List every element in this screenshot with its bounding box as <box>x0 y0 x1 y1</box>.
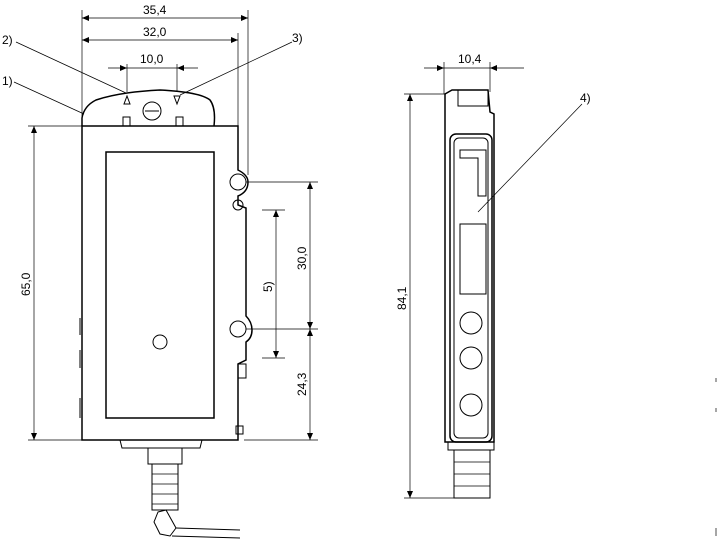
connector-nut <box>147 447 183 465</box>
dim-label-width-overall: 35,4 <box>143 3 167 17</box>
side-display-inner <box>453 137 489 439</box>
side-button-2 <box>459 346 483 370</box>
side-l-marker <box>459 149 487 197</box>
dim-label-side-width: 10,4 <box>458 52 482 66</box>
side-display <box>459 223 487 295</box>
callout-2: 2) <box>2 33 13 47</box>
bottom-mark <box>235 425 244 435</box>
callout-5: 5) <box>261 281 275 292</box>
mounting-hole-mid <box>232 199 244 211</box>
main-body-outline <box>81 125 253 441</box>
side-button-3 <box>459 393 483 417</box>
led-up-arrow-icon <box>123 94 131 105</box>
callout-1: 1) <box>2 74 13 88</box>
led-left <box>122 116 131 127</box>
callout-leader-3 <box>179 41 293 96</box>
top-cap-outline <box>81 89 216 127</box>
callout-leader-2 <box>15 41 127 94</box>
cable-line <box>171 535 241 539</box>
mounting-hole-top <box>229 173 247 191</box>
window-indicator <box>152 334 168 350</box>
led-down-arrow-icon <box>173 95 181 106</box>
cable-line <box>175 527 241 531</box>
clip <box>237 363 247 379</box>
callout-4: 4) <box>580 91 591 105</box>
connector-body <box>151 463 179 511</box>
dim-label-width-body: 32,0 <box>143 25 167 39</box>
callout-3: 3) <box>292 31 303 45</box>
dim-label-hole-spacing: 30,0 <box>295 246 309 270</box>
side-view <box>404 62 583 499</box>
dim-label-led-spacing: 10,0 <box>140 52 164 66</box>
callout-leader-1 <box>13 81 85 115</box>
callout-leader-4 <box>477 103 583 213</box>
front-view <box>13 10 318 539</box>
mounting-hole-bottom <box>229 320 247 338</box>
adjust-screw <box>142 101 162 121</box>
side-button-1 <box>459 311 483 335</box>
side-body-outline <box>444 89 495 443</box>
display-window <box>105 151 215 419</box>
dim-label-hole-to-bottom: 24,3 <box>295 372 309 396</box>
dim-label-height-body: 65,0 <box>19 272 33 296</box>
side-top-cap <box>457 89 489 107</box>
connector-base <box>119 439 203 449</box>
dim-label-side-height: 84,1 <box>395 286 409 310</box>
cable-plug <box>153 509 177 537</box>
side-connector-base <box>447 441 495 451</box>
led-right <box>175 116 184 127</box>
